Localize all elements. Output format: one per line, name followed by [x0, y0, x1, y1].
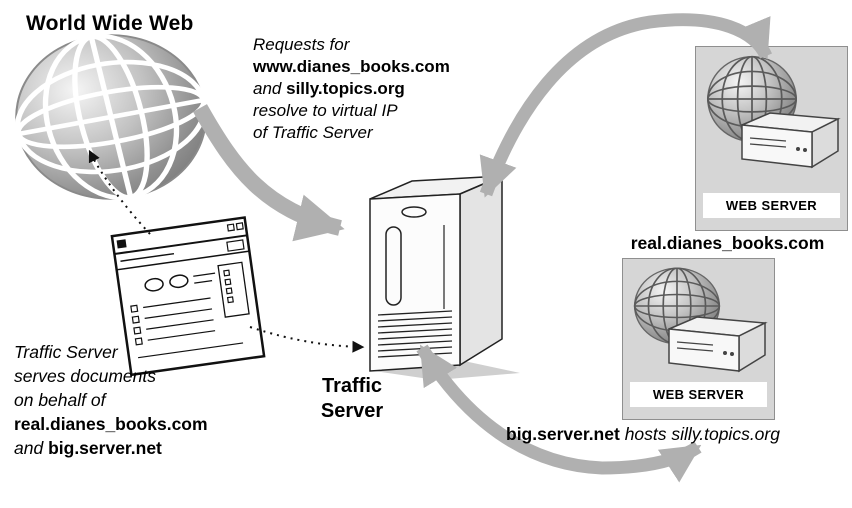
- web-server-computer-icon: [741, 112, 841, 169]
- text: on behalf of: [14, 390, 106, 410]
- traffic-server-tower-icon: [369, 174, 520, 380]
- text: real.dianes_books.com: [14, 414, 208, 434]
- web-server-2-caption: big.server.net hosts silly.topics.org: [506, 424, 780, 445]
- text: serves documents: [14, 366, 157, 386]
- text: big.server.net: [48, 438, 162, 458]
- request-note-line: www.dianes_books.com: [253, 56, 450, 78]
- text: Traffic Server: [14, 342, 118, 362]
- text: Requests for: [253, 35, 350, 54]
- request-note-line: Requests for: [253, 34, 450, 56]
- text: silly.topics.org: [286, 79, 405, 98]
- request-note-line: and silly.topics.org: [253, 78, 450, 100]
- web-server-panel-real-dianes-books: WEB SERVER: [695, 46, 848, 231]
- text: and: [14, 438, 44, 458]
- text: of Traffic Server: [253, 123, 373, 142]
- request-note-line: resolve to virtual IP: [253, 100, 450, 122]
- text: big.server.net: [506, 424, 620, 444]
- traffic-server-label-line: Server: [320, 400, 384, 422]
- traffic-server-label-line: Traffic: [321, 375, 383, 397]
- serves-note-line: Traffic Server: [14, 340, 208, 364]
- world-wide-web-globe-icon: [8, 28, 214, 206]
- web-server-badge: WEB SERVER: [703, 193, 840, 218]
- web-server-badge: WEB SERVER: [630, 382, 767, 407]
- serves-note: Traffic Server serves documents on behal…: [14, 340, 208, 460]
- serves-note-line: real.dianes_books.com: [14, 412, 208, 436]
- text: www.dianes_books.com: [253, 57, 450, 76]
- text: and: [253, 79, 282, 98]
- web-server-computer-icon: [668, 316, 768, 373]
- request-note-line: of Traffic Server: [253, 122, 450, 144]
- web-server-panel-big-server-net: WEB SERVER: [622, 258, 775, 420]
- serves-note-line: serves documents: [14, 364, 208, 388]
- traffic-server-label: Traffic Server: [287, 374, 417, 424]
- browser-window-icon: [110, 216, 266, 377]
- serves-note-line: on behalf of: [14, 388, 208, 412]
- request-note: Requests for www.dianes_books.com and si…: [253, 34, 450, 144]
- web-server-1-caption: real.dianes_books.com: [605, 233, 850, 254]
- serves-note-line: and big.server.net: [14, 436, 208, 460]
- www-title: World Wide Web: [26, 12, 194, 35]
- text: hosts silly.topics.org: [624, 424, 780, 444]
- text: real.dianes_books.com: [630, 233, 825, 253]
- text: resolve to virtual IP: [253, 101, 398, 120]
